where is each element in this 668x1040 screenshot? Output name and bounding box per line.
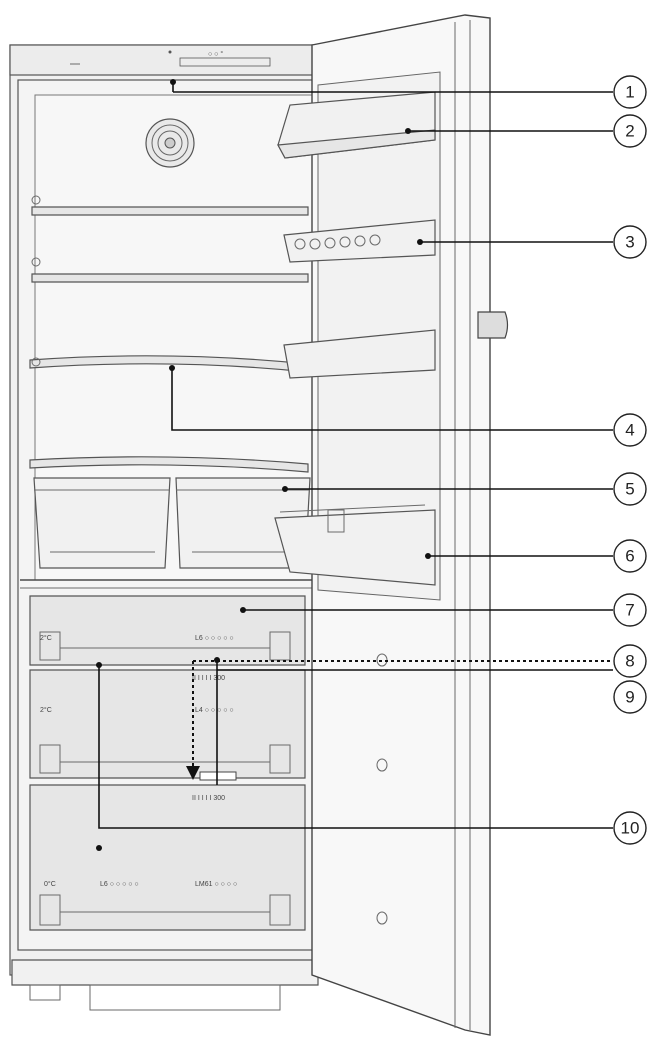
lower-drawers: 2°C L6 ○ ○ ○ ○ ○ 2°C L4 ○ ○ ○ ○ ○ II I I…	[29, 595, 306, 931]
door-handle	[477, 311, 509, 339]
drawer-7-temp: 2°C	[40, 634, 52, 642]
door-shelves	[274, 91, 436, 586]
svg-text:2: 2	[625, 122, 634, 141]
display-text: ○ ○ °	[208, 50, 223, 58]
fan-icon	[145, 118, 195, 168]
svg-text:1: 1	[625, 83, 634, 102]
callout-9: 9	[613, 680, 647, 714]
svg-text:7: 7	[625, 601, 634, 620]
callout-8: 8	[613, 644, 647, 678]
leader-lines	[96, 79, 613, 851]
crisper-drawers	[33, 477, 311, 569]
svg-text:3: 3	[625, 233, 634, 252]
svg-text:10: 10	[621, 819, 640, 838]
shelves	[29, 195, 309, 473]
control-panel-strip: ○ ○ °	[9, 44, 321, 76]
callout-4: 4	[613, 413, 647, 447]
drawer-10-temp: 0°C	[44, 880, 56, 888]
callout-7: 7	[613, 593, 647, 627]
drawer-9-temp: 2°C	[40, 706, 52, 714]
svg-text:6: 6	[625, 547, 634, 566]
svg-text:LM61 ○ ○ ○ ○: LM61 ○ ○ ○ ○	[195, 881, 237, 888]
svg-text:L4 ○ ○ ○ ○ ○: L4 ○ ○ ○ ○ ○	[195, 707, 234, 714]
callout-6: 6	[613, 539, 647, 573]
scale-upper: II I I I I 300	[192, 675, 225, 682]
svg-text:4: 4	[625, 421, 634, 440]
svg-text:8: 8	[625, 652, 634, 671]
callout-3: 3	[613, 225, 647, 259]
callout-1: 1	[613, 75, 647, 109]
callout-markers: 1 2 3 4 5 6 7 8	[613, 75, 647, 845]
svg-text:L6 ○ ○ ○ ○ ○: L6 ○ ○ ○ ○ ○	[100, 881, 139, 888]
scale-lower: II I I I I 300	[192, 795, 225, 802]
svg-text:5: 5	[625, 480, 634, 499]
svg-text:L6 ○ ○ ○ ○ ○: L6 ○ ○ ○ ○ ○	[195, 635, 234, 642]
callout-10: 10	[613, 811, 647, 845]
svg-text:9: 9	[625, 688, 634, 707]
callout-2: 2	[613, 114, 647, 148]
callout-5: 5	[613, 472, 647, 506]
